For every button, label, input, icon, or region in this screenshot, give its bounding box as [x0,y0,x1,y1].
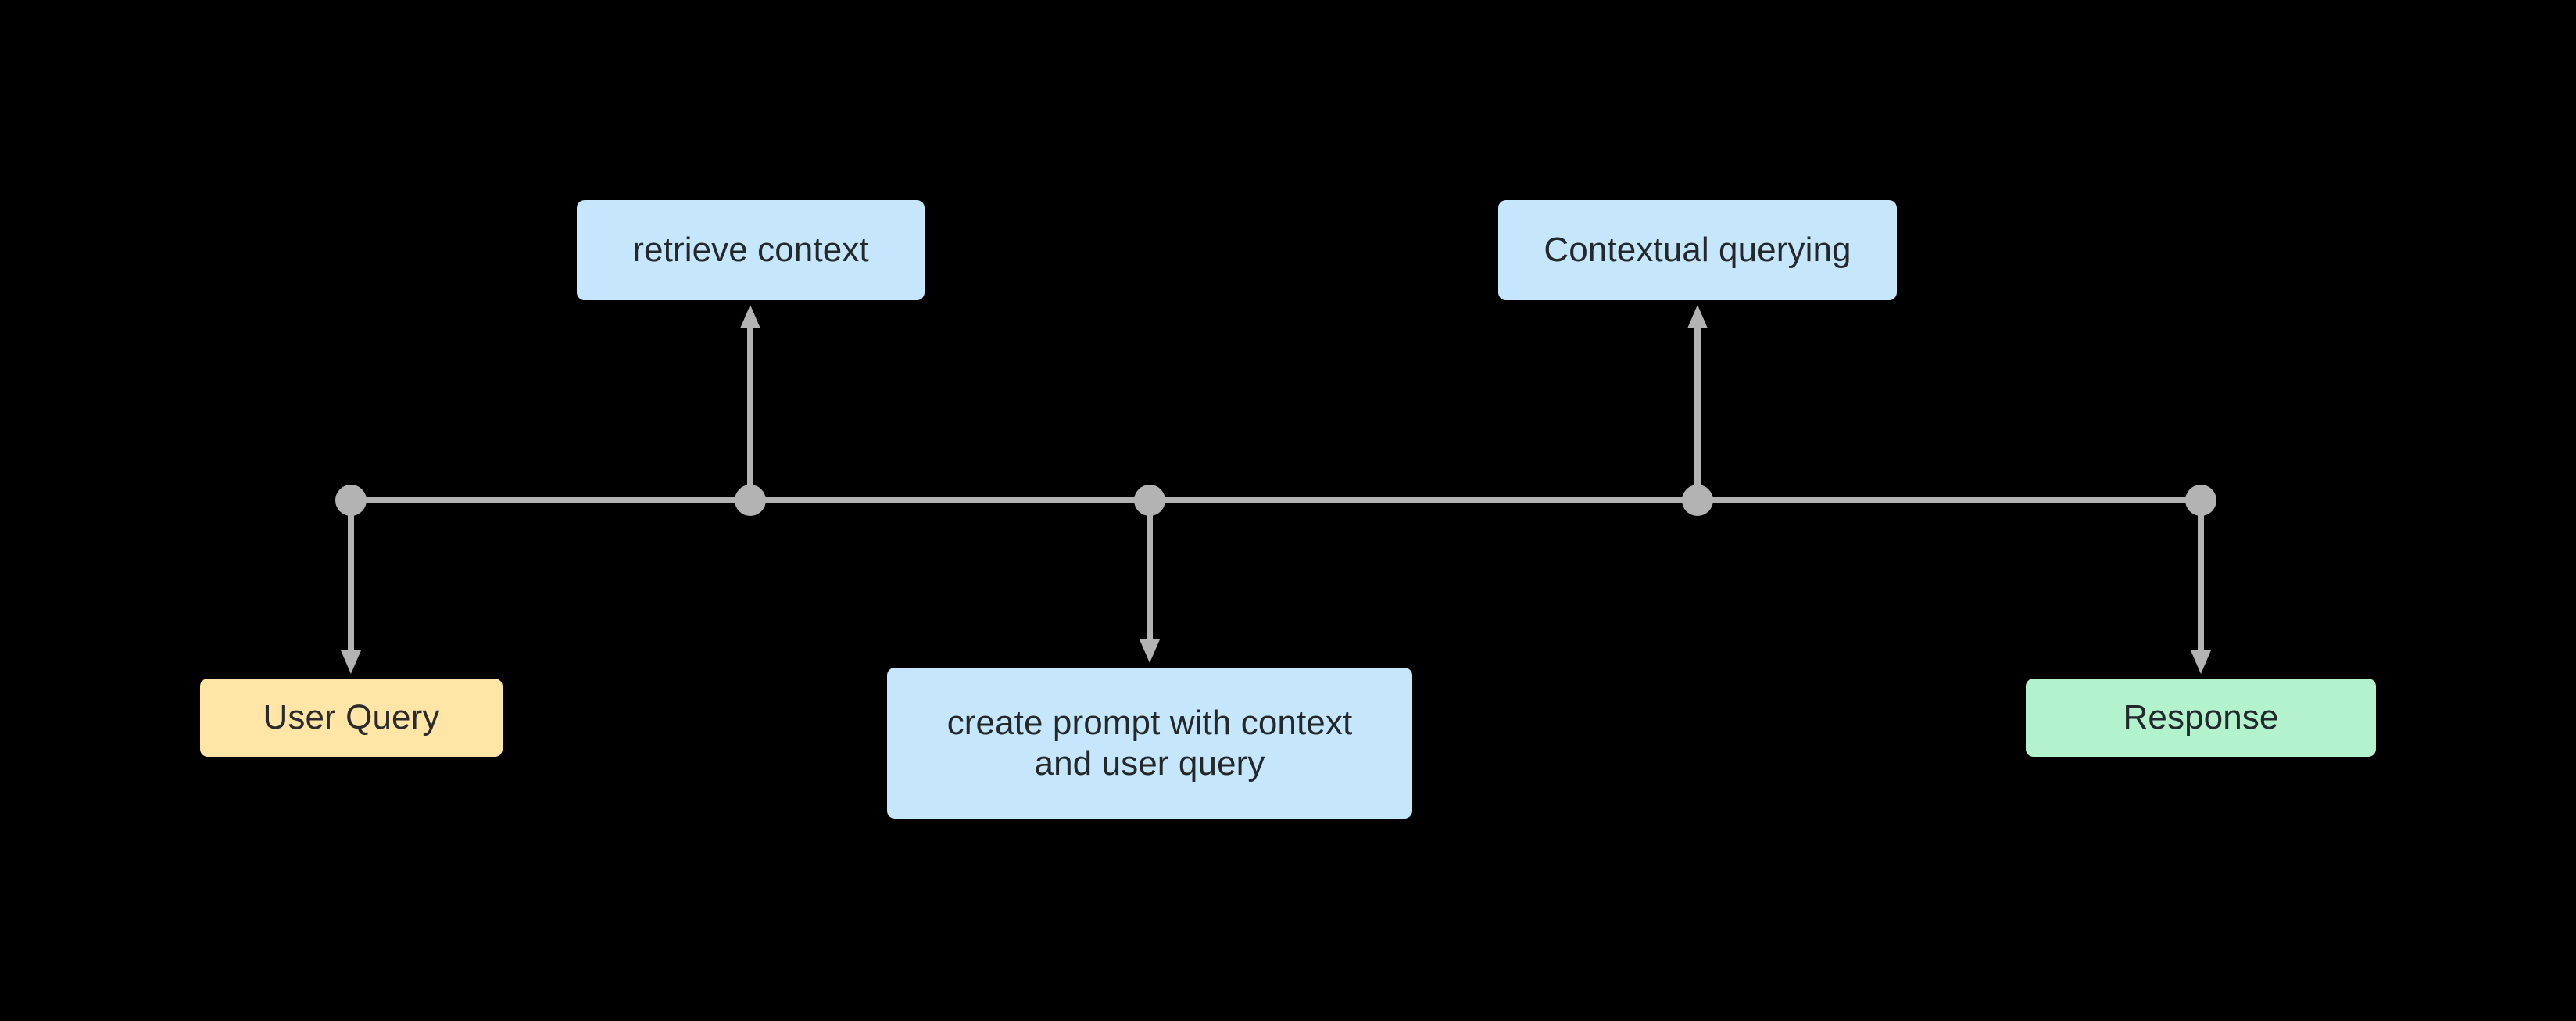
timeline-marker-response[interactable] [2185,485,2216,516]
arrowhead-create-prompt [1140,639,1160,663]
node-box-contextual-querying[interactable]: Contextual querying [1498,200,1897,300]
node-box-user-query[interactable]: User Query [200,679,503,757]
node-box-response[interactable]: Response [2026,679,2376,757]
node-box-create-prompt[interactable]: create prompt with context and user quer… [887,668,1412,819]
arrowhead-retrieve-context [740,305,760,328]
timeline-marker-user-query[interactable] [335,485,367,516]
timeline-marker-create-prompt[interactable] [1134,485,1165,516]
arrowhead-contextual-querying [1687,305,1708,328]
timeline-marker-contextual-querying[interactable] [1682,485,1713,516]
arrowhead-user-query [341,650,361,674]
node-box-retrieve-context[interactable]: retrieve context [577,200,925,300]
arrowhead-response [2191,650,2211,674]
timeline-markers-group [335,485,2216,516]
timeline-marker-retrieve-context[interactable] [735,485,766,516]
connectors-group [341,305,2211,674]
